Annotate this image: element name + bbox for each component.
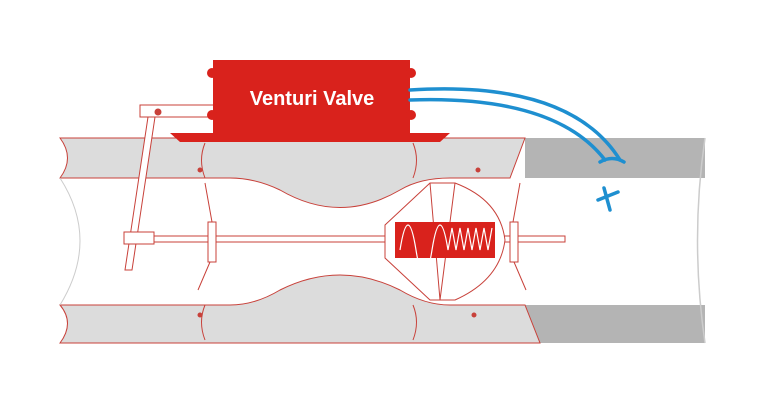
pressure-tubes — [408, 87, 626, 212]
linkage-arms — [123, 104, 527, 318]
pipe-walls — [58, 137, 541, 344]
spring-cone — [384, 182, 506, 301]
valve-label: Venturi Valve — [250, 88, 375, 110]
venturi-valve-box: Venturi Valve — [170, 60, 450, 142]
venturi-seams — [201, 142, 417, 341]
pipe-outlet-section — [525, 137, 706, 344]
